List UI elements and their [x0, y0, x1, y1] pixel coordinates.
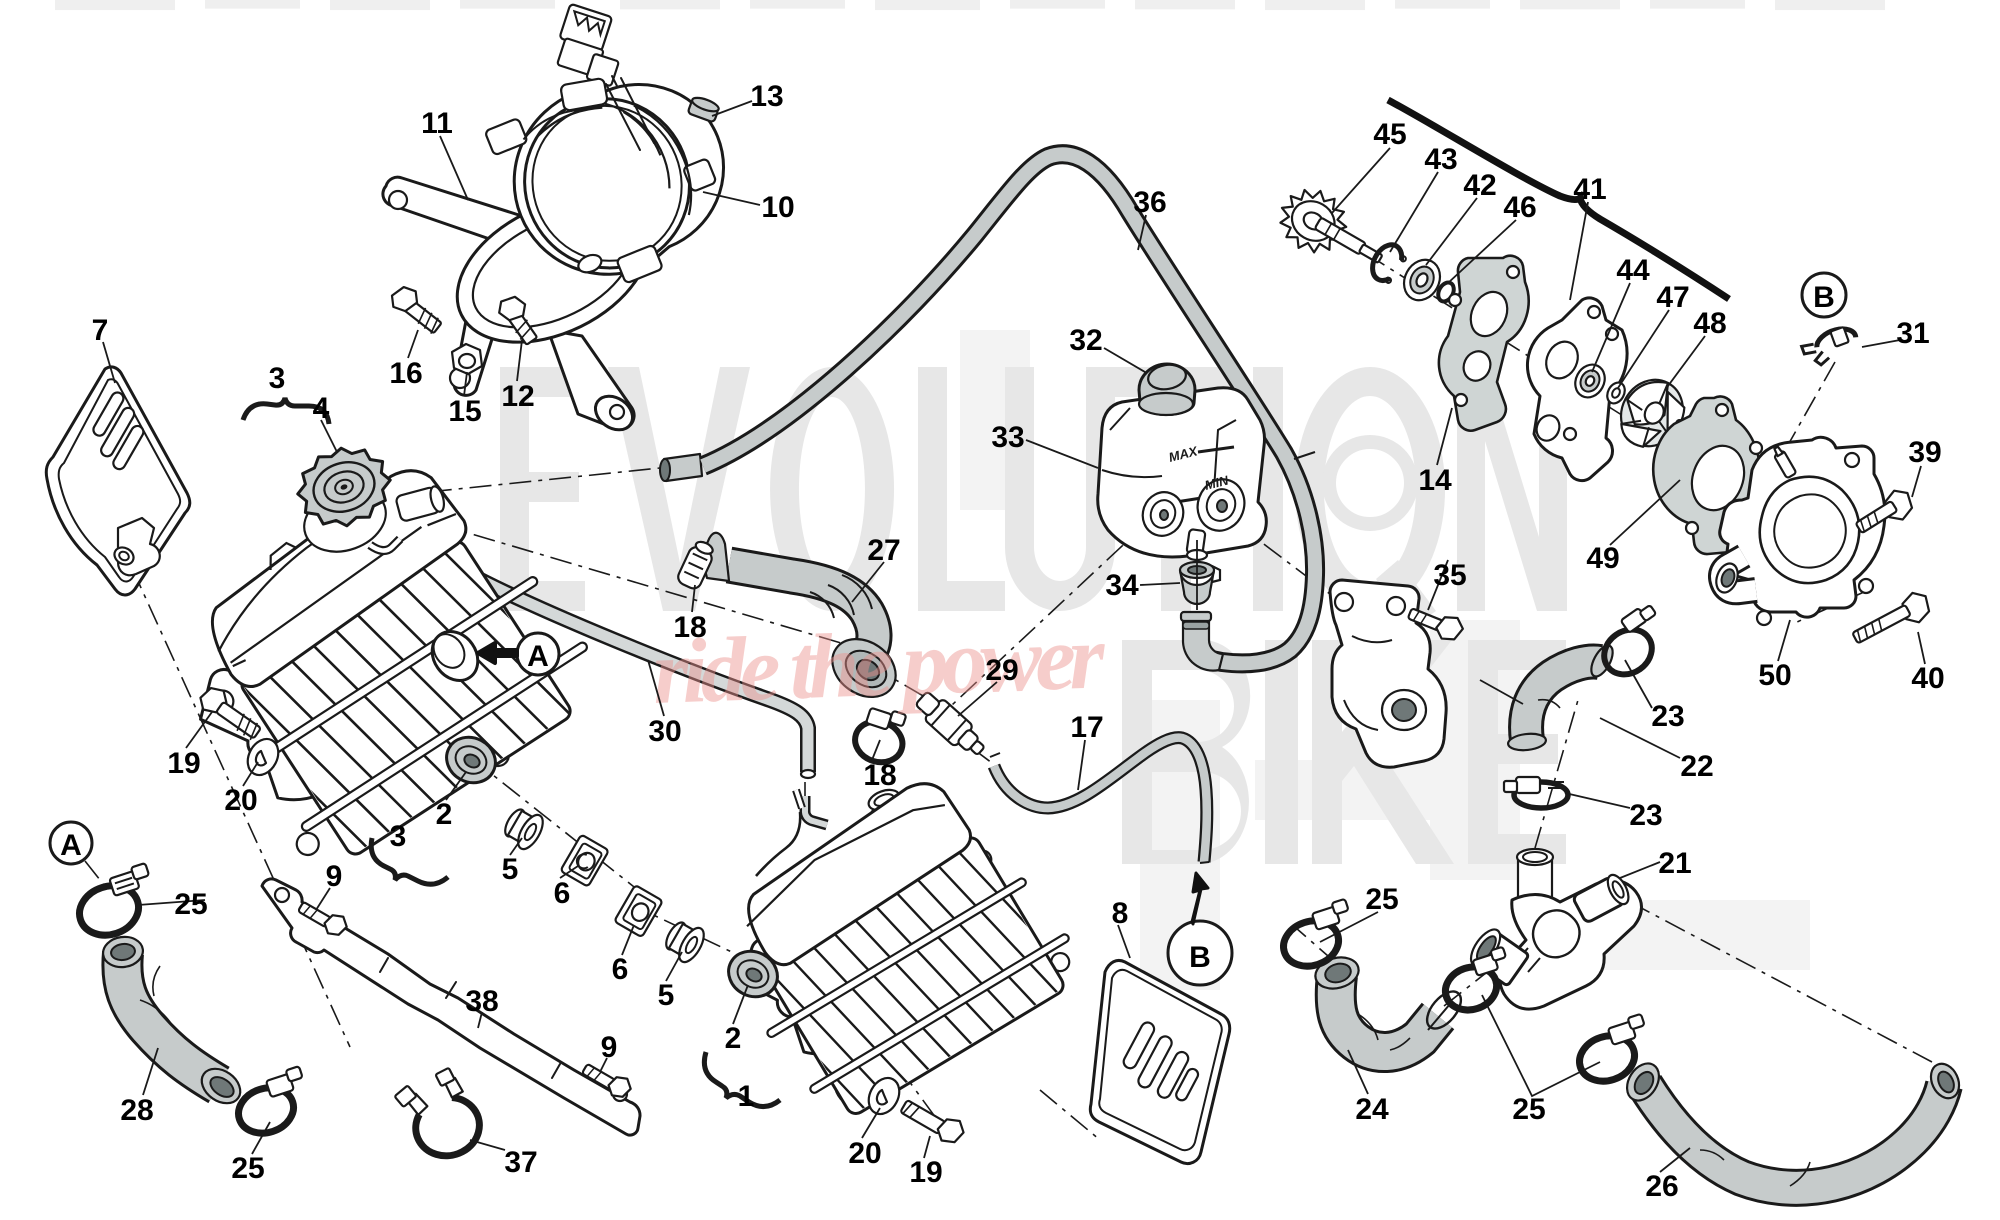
svg-text:20: 20 [224, 784, 257, 817]
svg-text:27: 27 [867, 534, 900, 567]
svg-text:3: 3 [269, 362, 286, 395]
svg-text:44: 44 [1616, 254, 1650, 287]
svg-text:10: 10 [761, 191, 794, 224]
svg-text:28: 28 [120, 1094, 153, 1127]
svg-text:46: 46 [1503, 191, 1536, 224]
svg-text:4: 4 [313, 392, 330, 425]
svg-text:26: 26 [1645, 1170, 1678, 1203]
svg-text:1: 1 [738, 1080, 755, 1113]
svg-text:17: 17 [1070, 711, 1103, 744]
svg-text:9: 9 [601, 1031, 618, 1064]
svg-text:23: 23 [1651, 700, 1684, 733]
svg-text:7: 7 [92, 314, 109, 347]
svg-text:ride the power: ride the power [651, 605, 1107, 723]
svg-text:3: 3 [390, 820, 407, 853]
svg-text:2: 2 [436, 798, 453, 831]
svg-text:18: 18 [863, 759, 896, 792]
svg-text:25: 25 [231, 1152, 264, 1185]
svg-text:24: 24 [1355, 1093, 1389, 1126]
svg-text:37: 37 [504, 1146, 537, 1179]
svg-text:40: 40 [1911, 662, 1944, 695]
svg-text:25: 25 [1365, 883, 1398, 916]
svg-text:20: 20 [848, 1137, 881, 1170]
svg-text:9: 9 [326, 860, 343, 893]
svg-text:6: 6 [612, 953, 629, 986]
svg-text:49: 49 [1586, 542, 1619, 575]
svg-text:31: 31 [1896, 317, 1929, 350]
svg-text:21: 21 [1658, 847, 1691, 880]
svg-text:6: 6 [554, 877, 571, 910]
svg-text:47: 47 [1656, 281, 1689, 314]
svg-text:8: 8 [1112, 897, 1129, 930]
svg-text:41: 41 [1573, 173, 1606, 206]
svg-text:48: 48 [1693, 307, 1726, 340]
svg-text:5: 5 [658, 979, 675, 1012]
svg-text:30: 30 [648, 715, 681, 748]
svg-text:19: 19 [167, 747, 200, 780]
svg-text:22: 22 [1680, 750, 1713, 783]
svg-text:13: 13 [750, 80, 783, 113]
svg-text:16: 16 [389, 357, 422, 390]
svg-text:14: 14 [1418, 464, 1452, 497]
svg-text:33: 33 [991, 421, 1024, 454]
svg-text:A: A [527, 640, 549, 673]
svg-text:50: 50 [1758, 659, 1791, 692]
svg-text:18: 18 [673, 611, 706, 644]
svg-text:11: 11 [421, 107, 453, 140]
svg-text:35: 35 [1433, 559, 1466, 592]
svg-text:36: 36 [1133, 186, 1166, 219]
svg-text:39: 39 [1908, 436, 1941, 469]
svg-text:34: 34 [1105, 569, 1139, 602]
svg-text:MAX: MAX [1167, 443, 1200, 465]
svg-text:5: 5 [502, 853, 519, 886]
svg-text:25: 25 [1512, 1093, 1545, 1126]
svg-text:29: 29 [985, 654, 1018, 687]
svg-text:B: B [1189, 941, 1211, 974]
svg-text:2: 2 [725, 1022, 742, 1055]
svg-text:19: 19 [909, 1156, 942, 1189]
svg-text:A: A [60, 829, 82, 862]
svg-text:15: 15 [448, 395, 481, 428]
svg-text:45: 45 [1373, 118, 1406, 151]
svg-text:25: 25 [174, 888, 207, 921]
svg-text:42: 42 [1463, 169, 1496, 202]
svg-text:23: 23 [1629, 799, 1662, 832]
svg-text:43: 43 [1424, 143, 1457, 176]
svg-text:38: 38 [465, 985, 498, 1018]
svg-text:12: 12 [501, 380, 534, 413]
svg-text:MIN: MIN [1203, 472, 1230, 492]
svg-text:32: 32 [1069, 324, 1102, 357]
svg-text:B: B [1813, 281, 1835, 314]
